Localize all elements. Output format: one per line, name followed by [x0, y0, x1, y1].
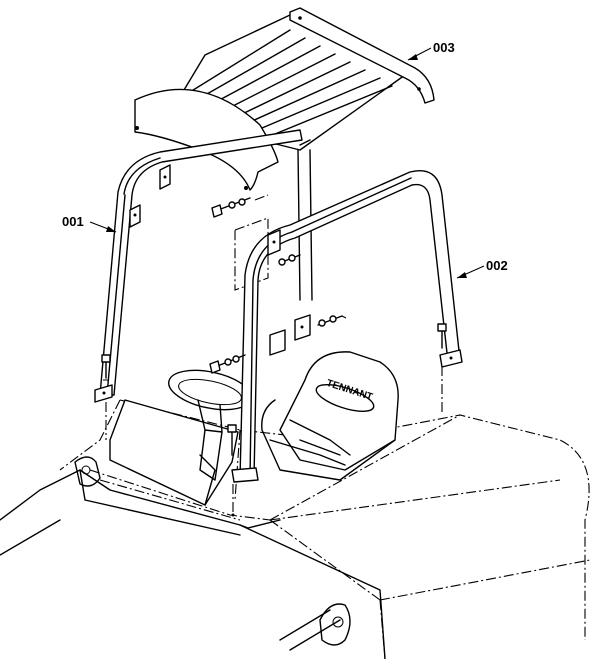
callout-label-003: 003: [433, 40, 455, 55]
operator-seat: TENNANT: [261, 351, 399, 481]
roll-bar-001: [94, 129, 303, 440]
roll-bar-002: [227, 170, 463, 517]
canopy-003: [134, 7, 435, 301]
machine-front-cowl: [0, 456, 386, 660]
callout-001: 001: [62, 214, 117, 233]
callout-label-002: 002: [486, 258, 508, 273]
mount-brackets: [234, 194, 269, 291]
dashboard-panel: [109, 399, 239, 506]
mid-bolt-assemblies: [209, 254, 347, 374]
callout-label-001: 001: [62, 214, 84, 229]
callout-002: 002: [456, 258, 508, 279]
shield-bolt-assembly: [211, 197, 251, 218]
callout-003: 003: [407, 40, 455, 61]
